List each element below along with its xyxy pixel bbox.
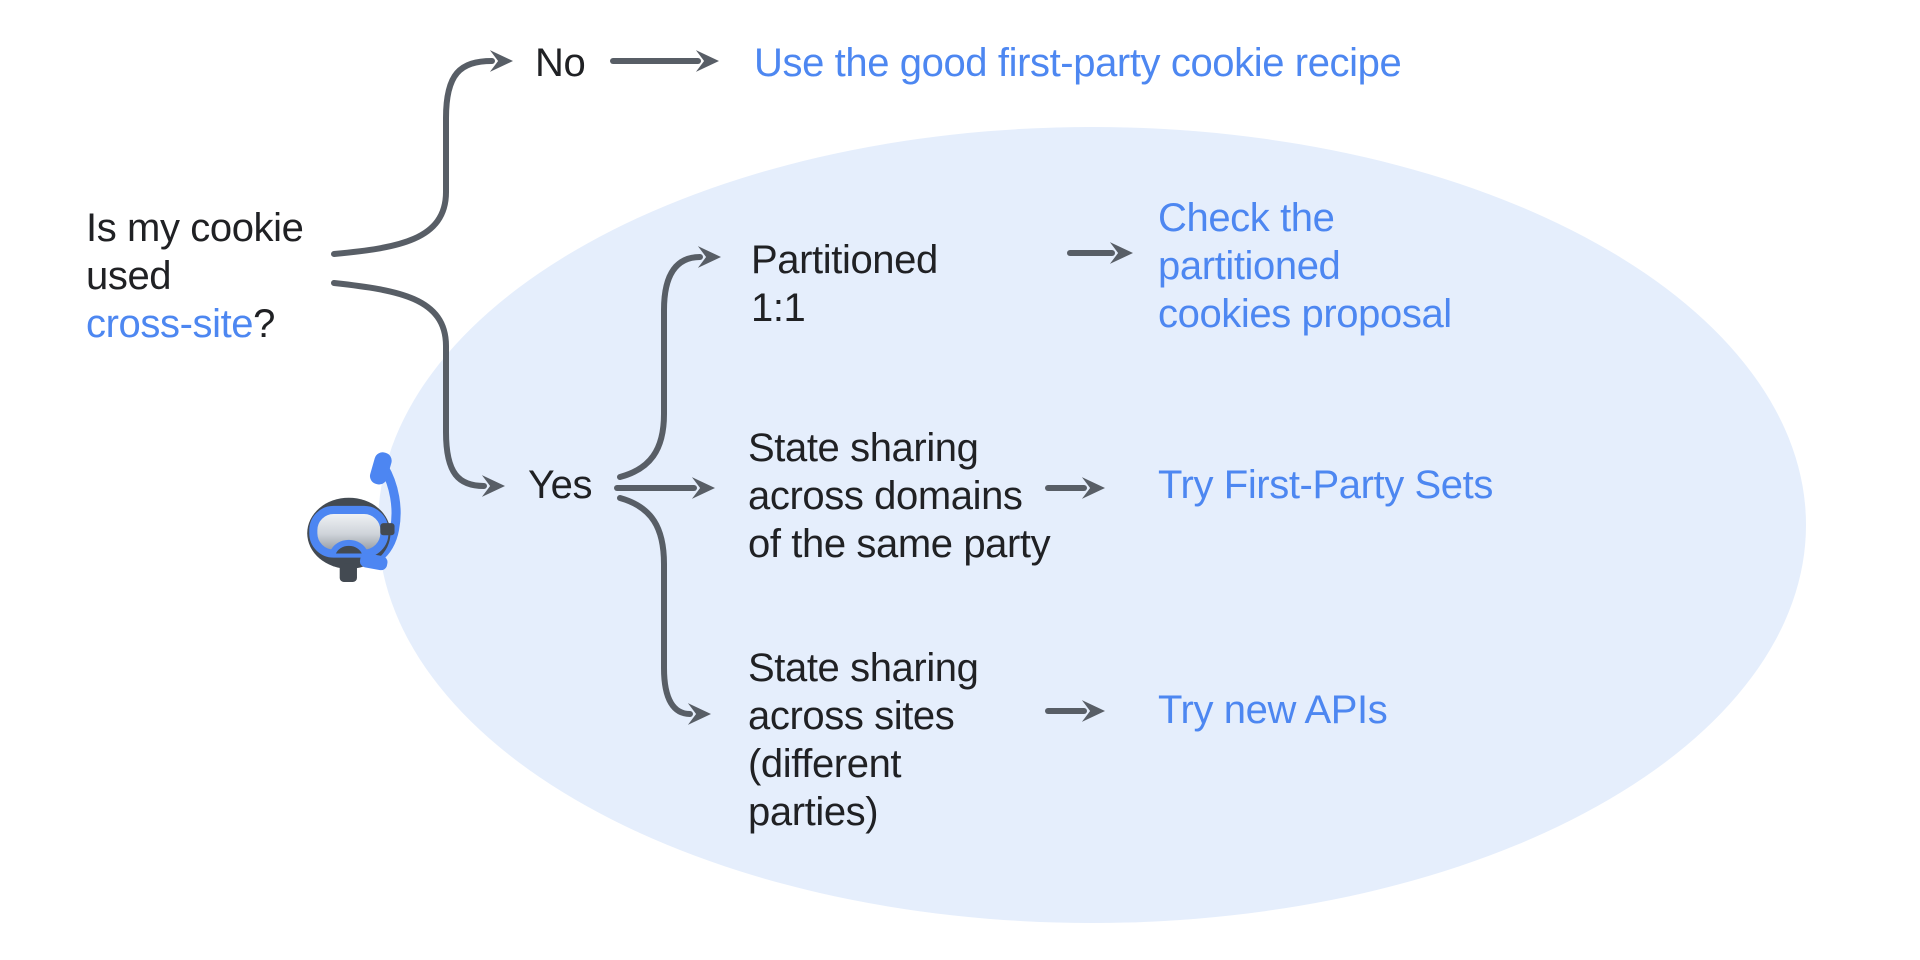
arrow-yes-to-partitioned [617, 246, 721, 480]
yes-label: Yes [528, 463, 593, 507]
condition-partitioned-line-1: Partitioned [751, 238, 938, 282]
condition-same-party-line-3: of the same party [748, 522, 1051, 566]
first-party-recipe-link[interactable]: Use the good first-party cookie recipe [754, 41, 1402, 85]
proposal-link-line-3: cookies proposal [1158, 292, 1452, 336]
new-apis-link[interactable]: Try new APIs [1158, 688, 1388, 732]
partitioned-cookies-proposal-link[interactable]: Check the partitioned cookies proposal [1158, 194, 1452, 338]
proposal-link-line-2: partitioned [1158, 244, 1341, 288]
condition-partitioned: Partitioned 1:1 [751, 236, 938, 332]
question-label: Is my cookie used cross-site? [86, 204, 304, 348]
question-line-1: Is my cookie [86, 206, 304, 250]
condition-different-parties-line-2: across sites [748, 694, 955, 738]
condition-same-party-line-2: across domains [748, 474, 1023, 518]
yes-scope-ellipse [378, 127, 1806, 923]
question-line-2: used [86, 254, 172, 298]
cross-site-link[interactable]: cross-site [86, 302, 254, 346]
condition-different-parties-line-1: State sharing [748, 646, 979, 690]
condition-same-party: State sharing across domains of the same… [748, 424, 1051, 568]
condition-different-parties: State sharing across sites (different pa… [748, 644, 979, 836]
condition-partitioned-line-2: 1:1 [751, 286, 806, 330]
arrow-yes-to-different-parties [617, 495, 711, 725]
no-label: No [535, 41, 586, 85]
proposal-link-line-1: Check the [1158, 196, 1335, 240]
first-party-sets-link[interactable]: Try First-Party Sets [1158, 463, 1493, 507]
arrow-question-to-yes [331, 280, 505, 497]
arrow-question-to-no [331, 50, 513, 257]
condition-different-parties-line-4: parties) [748, 790, 879, 834]
question-mark: ? [253, 302, 275, 346]
question-line-3: cross-site? [86, 300, 304, 348]
diving-mask-icon [303, 452, 415, 584]
condition-different-parties-line-3: (different [748, 742, 902, 786]
condition-same-party-line-1: State sharing [748, 426, 979, 470]
